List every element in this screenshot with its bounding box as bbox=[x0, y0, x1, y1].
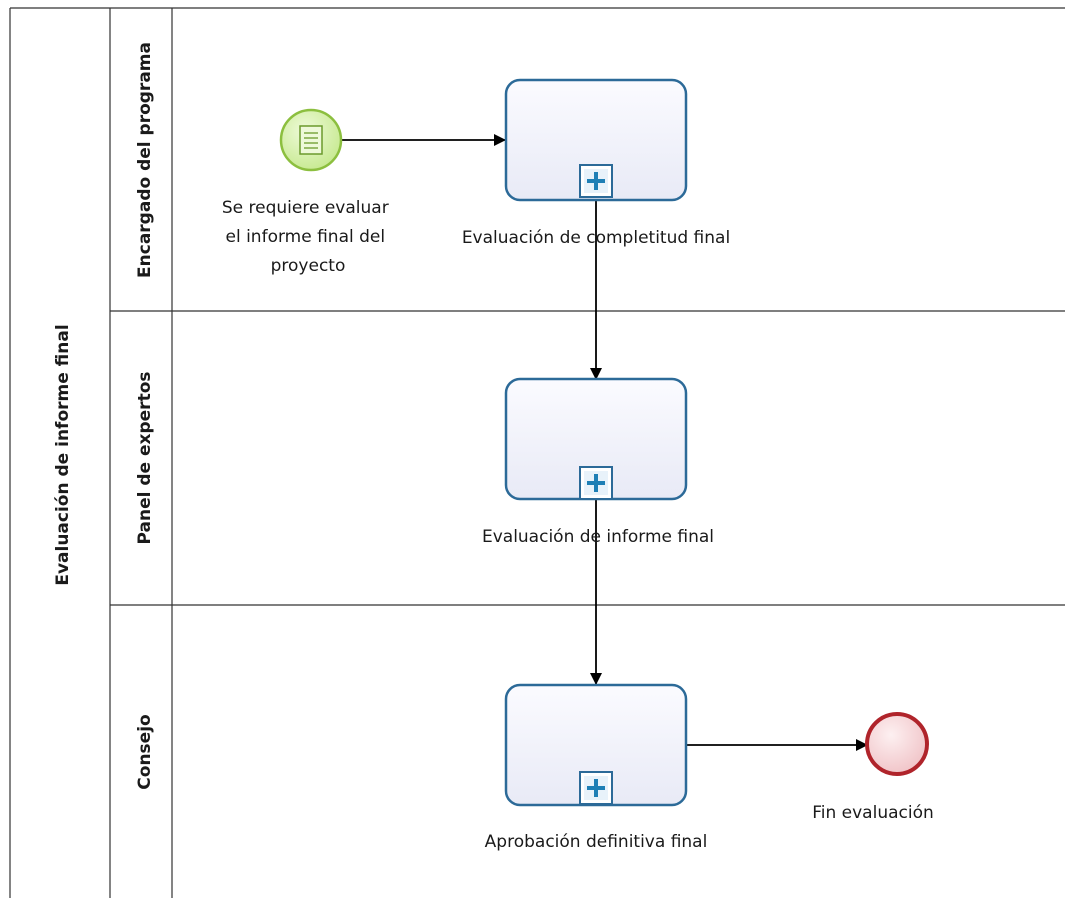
start-event[interactable]: Se requiere evaluar el informe final del… bbox=[222, 108, 394, 276]
lane-label-consejo: Consejo bbox=[135, 714, 155, 789]
sequence-flows bbox=[341, 134, 868, 751]
message-start-icon bbox=[299, 125, 323, 155]
task-aprobacion-definitiva[interactable]: Aprobación definitiva final bbox=[485, 683, 708, 852]
task-label: Evaluación de completitud final bbox=[462, 228, 730, 248]
task-evaluacion-informe[interactable]: Evaluación de informe final bbox=[482, 377, 714, 547]
end-event[interactable]: Fin evaluación bbox=[812, 712, 934, 823]
subprocess-plus-icon[interactable] bbox=[579, 164, 613, 198]
lane-label-encargado: Encargado del programa bbox=[135, 42, 155, 278]
start-event-label: Se requiere evaluar el informe final del… bbox=[222, 198, 394, 276]
task-evaluacion-completitud[interactable]: Evaluación de completitud final bbox=[462, 78, 730, 248]
end-event-label: Fin evaluación bbox=[812, 803, 934, 823]
lane-label-panel: Panel de expertos bbox=[135, 372, 155, 545]
pool-label: Evaluación de informe final bbox=[53, 324, 73, 585]
lanes: Encargado del programa Panel de expertos… bbox=[110, 8, 1065, 898]
task-label: Aprobación definitiva final bbox=[485, 832, 708, 852]
task-label: Evaluación de informe final bbox=[482, 527, 714, 547]
pool: Evaluación de informe final bbox=[9, 7, 1065, 898]
subprocess-plus-icon[interactable] bbox=[579, 771, 613, 805]
subprocess-plus-icon[interactable] bbox=[579, 466, 613, 500]
